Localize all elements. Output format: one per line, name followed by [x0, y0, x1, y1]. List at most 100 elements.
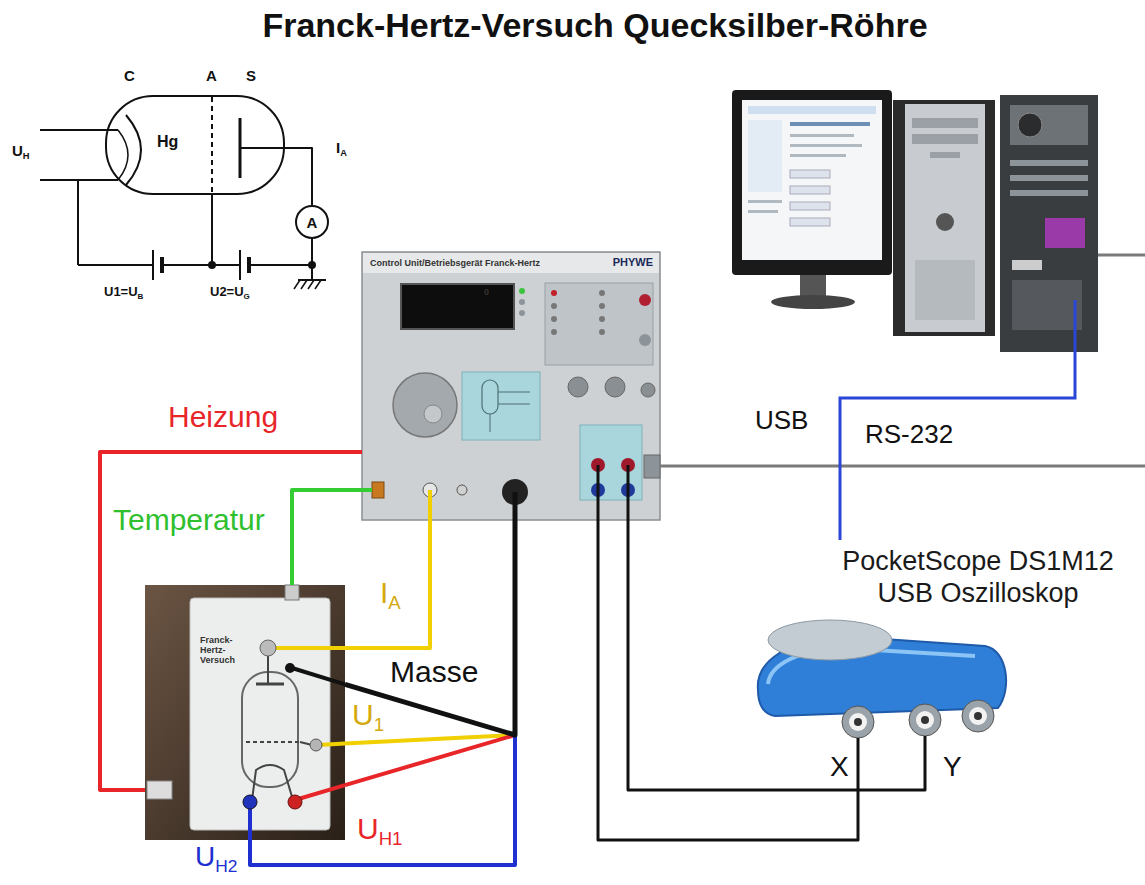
computer — [748, 210, 778, 213]
computer — [790, 202, 830, 210]
oscilloscope-device — [969, 707, 987, 725]
control-unit-device — [551, 290, 557, 296]
computer — [748, 106, 876, 114]
tube-housing-photo — [145, 585, 345, 840]
control-unit-device — [644, 455, 660, 478]
oscilloscope-device — [758, 620, 1006, 748]
device-name: PocketScope DS1M12 — [818, 545, 1138, 577]
circuit-schematic — [239, 250, 241, 280]
signal-label-group: U2=UG — [210, 285, 250, 299]
tube-housing: Franck-Hertz-Versuch — [145, 585, 345, 840]
circuit-schematic — [77, 180, 79, 265]
control-unit-device — [498, 404, 530, 405]
oscilloscope-device — [849, 713, 867, 731]
meter-wire — [285, 148, 312, 205]
signal-label-group: U1 — [352, 698, 384, 731]
control-unit-device — [482, 380, 498, 414]
control-unit-device — [362, 488, 372, 492]
signal-label-group: IA — [336, 140, 347, 157]
control-unit-device — [639, 334, 651, 346]
wire-label: X — [830, 752, 849, 783]
computer — [936, 213, 954, 231]
computer — [732, 90, 892, 275]
control-unit-device — [551, 303, 557, 309]
subscript-label: H1 — [379, 828, 403, 849]
control-unit-device — [498, 392, 530, 393]
circuit-schematic — [240, 147, 285, 149]
signal-label-group: RS-232 — [865, 420, 953, 449]
computer — [790, 134, 854, 137]
control-unit-device — [639, 294, 651, 306]
control-unit-device — [424, 405, 442, 423]
tube-outline: Hg — [105, 95, 285, 195]
oscilloscope-device — [909, 704, 941, 736]
control-unit-device — [519, 310, 525, 316]
data-cable — [660, 465, 1145, 468]
computer — [1010, 105, 1088, 145]
control-unit-device — [599, 316, 605, 322]
computer — [790, 218, 830, 226]
computer — [1012, 280, 1082, 330]
computer — [790, 144, 862, 147]
subscript-label: B — [138, 292, 144, 301]
oscilloscope-device — [924, 736, 927, 748]
computer — [790, 122, 870, 126]
control-unit-device — [363, 253, 659, 273]
tube-housing-photo — [145, 585, 345, 840]
computer — [1045, 218, 1085, 248]
computer — [748, 200, 782, 203]
heater-voltage-cable — [250, 520, 515, 865]
computer — [1010, 175, 1088, 181]
circuit-schematic — [211, 195, 213, 265]
circuit-schematic — [308, 280, 314, 289]
control-unit-device — [362, 252, 660, 520]
control-unit-device — [597, 465, 600, 520]
control-unit-device — [599, 290, 605, 296]
subscript-label: G — [244, 292, 250, 301]
control-unit-device — [513, 492, 518, 520]
heater-voltage-cable — [345, 520, 515, 785]
control-unit-device — [599, 329, 605, 335]
data-cable — [1098, 254, 1145, 257]
x-signal-cable — [598, 520, 858, 840]
computer — [790, 154, 846, 157]
computer — [1000, 95, 1098, 352]
grid-voltage-cable — [345, 520, 515, 744]
control-unit-device — [599, 303, 605, 309]
circuit-schematic — [78, 264, 153, 266]
temperature-cable — [292, 490, 362, 585]
subscript-label: A — [388, 592, 400, 613]
computer — [748, 120, 782, 192]
computer — [912, 134, 978, 144]
computer — [912, 118, 978, 128]
control-unit-device — [551, 329, 557, 335]
signal-label: I — [336, 139, 340, 156]
signal-label: U — [357, 812, 379, 845]
tube-housing-photo — [310, 739, 322, 751]
data-cable — [660, 255, 1145, 540]
oscilloscope-device — [768, 620, 892, 660]
digit-display: 0 — [400, 283, 515, 330]
tube-housing-photo — [256, 683, 284, 686]
control-unit-panel: Control Unit/Betriebsgerät Franck-HertzP… — [362, 252, 660, 520]
control-unit-device — [362, 252, 660, 520]
control-unit-device — [568, 377, 588, 397]
signal-label: U1=U — [104, 284, 138, 299]
wire-label: Masse — [390, 655, 478, 688]
control-unit-device — [519, 288, 525, 294]
oscilloscope-device — [921, 716, 929, 724]
oscilloscope-device — [857, 738, 860, 748]
tube-housing-photo — [267, 656, 269, 684]
control-unit-device — [462, 372, 540, 440]
computer — [800, 275, 826, 297]
control-unit-device — [545, 283, 653, 365]
circuit-schematic — [249, 264, 312, 266]
signal-label: U — [195, 841, 215, 872]
brand-name: PHYWE — [613, 256, 653, 269]
tube-housing-photo — [288, 795, 302, 809]
signal-label-group: UH2 — [195, 842, 237, 873]
circuit-schematic — [40, 97, 326, 289]
tube-housing-photo — [276, 646, 345, 650]
